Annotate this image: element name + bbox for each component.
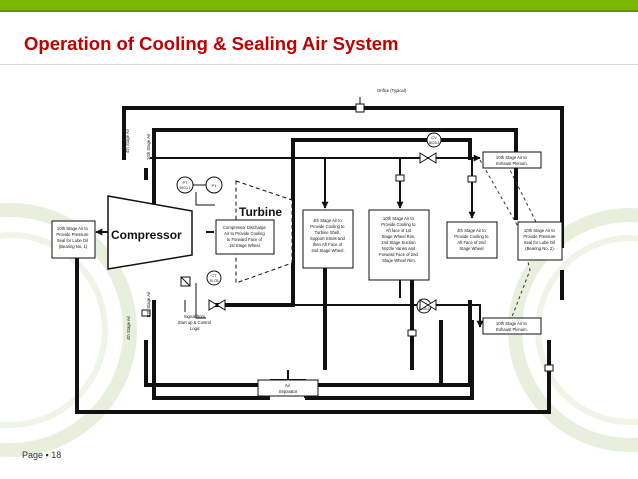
- box-seal-bearing1: [51, 220, 96, 259]
- page-bullet: ▪: [45, 450, 49, 460]
- box-stage4-turbine: [302, 209, 354, 269]
- compressor-label: Compressor: [111, 228, 182, 242]
- turbine-label: Turbine: [239, 205, 282, 219]
- text-exhaust-top: 10th Stage Air to Exhaust Plenum.: [496, 155, 528, 166]
- box-exhaust-top: [482, 151, 542, 169]
- pt-tap: [195, 192, 215, 206]
- pipe-feed-cv-top: [293, 138, 472, 160]
- valve-discharge: [208, 299, 226, 311]
- cv-top-sub: 30CB-1: [429, 141, 440, 145]
- box-stage4-aft: [446, 221, 498, 259]
- pt-left-label: PT: [182, 180, 188, 185]
- text-air-separator: Air Separator: [279, 383, 298, 394]
- pt-right-label: P1: [212, 183, 218, 188]
- box-seal-bearing2: [517, 221, 563, 261]
- compressor-shape: [107, 195, 193, 270]
- label-stage4-top-left: 4th Stage Air: [125, 128, 130, 153]
- text-seal-bearing2: 10th Stage Air to Provide Pressure Seal …: [523, 228, 556, 251]
- box-discharge: [215, 219, 275, 255]
- text-stage4-turbine: 4th Stage Air to Provide Cooling to Turb…: [310, 218, 346, 253]
- orifice-b: [395, 174, 405, 182]
- cv-top-label: CV: [431, 135, 437, 140]
- text-stage10-wheel: 10th Stage Air to Provide Cooling to Aft…: [379, 216, 419, 263]
- pipe-inner-bottom-left: [152, 300, 270, 400]
- text-signal: Signal from Start up & Control Logic: [178, 314, 212, 331]
- orifice-c: [467, 175, 477, 183]
- label-stage10-top-left: 10th Stage Air: [146, 133, 151, 160]
- title-divider: [0, 64, 638, 65]
- text-stage4-aft: 4th Stage Air to Provide Cooling to Aft …: [454, 228, 489, 251]
- orifice-f: [544, 364, 554, 372]
- pipe-inner-top: [152, 128, 518, 220]
- text-exhaust-bottom: 10th Stage Air to Exhaust Plenum.: [496, 321, 528, 332]
- orifice-top: [355, 103, 365, 113]
- flow-to-exhaust-bottom: [212, 304, 484, 328]
- slide-title: Operation of Cooling & Sealing Air Syste…: [24, 33, 399, 54]
- exhaust-plenum-outline: [479, 159, 531, 336]
- cv-bottom-sub: 30CB-3: [419, 307, 430, 311]
- box-stage10-wheel: [368, 209, 430, 281]
- header-accent-shadow: [0, 10, 638, 12]
- exhaust-plenum-outline-b: [504, 159, 541, 231]
- orifice-d: [407, 329, 417, 337]
- orifice-e: [141, 309, 151, 317]
- text-seal-bearing1: 10th Stage Air to Provide Pressure Seal …: [56, 226, 89, 249]
- valve-top: [419, 152, 437, 164]
- header-accent-bar: [0, 0, 638, 12]
- box-air-separator: [257, 379, 319, 397]
- valve-bottom: [419, 299, 437, 311]
- box-exhaust-bottom: [482, 317, 542, 335]
- page-label: Page: [22, 450, 44, 460]
- page-number: Page ▪ 18: [22, 450, 61, 460]
- pt-left-sub: 96CD-1: [180, 186, 191, 190]
- orifice-label: Orifice (Typical): [377, 88, 407, 93]
- label-stage4-bottom-left: 4th Stage Air: [126, 315, 131, 340]
- cv-top-instrument: [426, 132, 442, 148]
- page-number-value: 18: [51, 450, 62, 460]
- ct-instrument: [206, 270, 222, 286]
- pipe-outer-bottom: [75, 250, 551, 414]
- label-stage10-bottom-left: 10th Stage Air: [146, 291, 151, 318]
- ct-valve-line: [195, 283, 206, 319]
- ct-label: CT: [211, 273, 217, 278]
- pipe-outer-top: [122, 106, 564, 248]
- text-discharge: Compressor Discharge Air to Provide Cool…: [223, 225, 267, 248]
- ct-sub: 20-CB: [209, 279, 218, 283]
